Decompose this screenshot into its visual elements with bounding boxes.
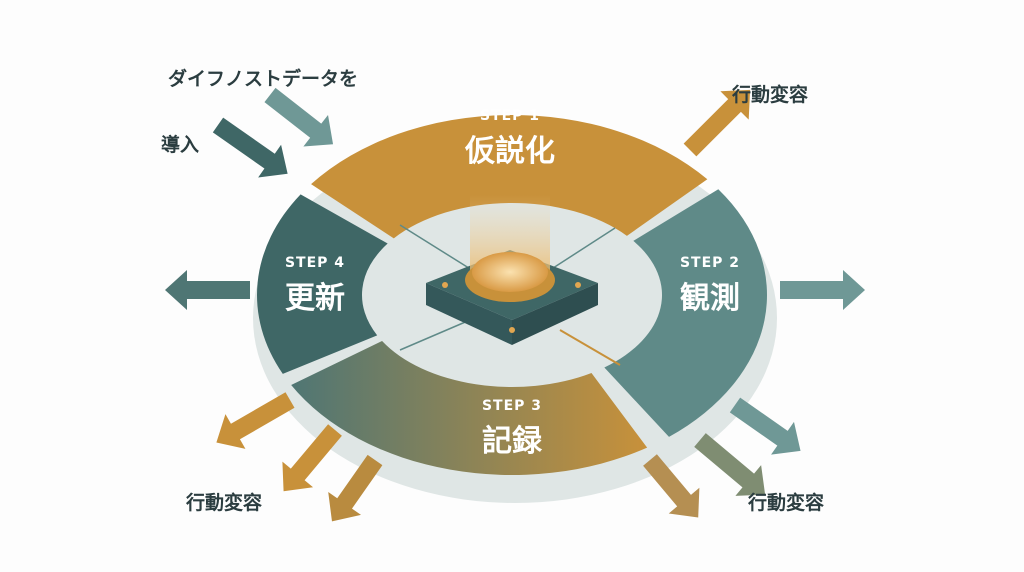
- connector-line: [559, 329, 621, 366]
- step-1-title: 仮説化: [465, 134, 555, 169]
- input-arrow-icon: [212, 117, 288, 178]
- step-3-title: 記録: [482, 424, 542, 459]
- input-arrow-icon: [264, 87, 334, 147]
- output-label-top-right: 行動変容: [732, 84, 809, 106]
- connector-line: [399, 224, 481, 276]
- input-label-line2: 導入: [161, 134, 200, 156]
- output-arrow-icon: [694, 433, 766, 496]
- step-1-segment: [311, 115, 708, 239]
- output-arrow-icon: [780, 270, 865, 310]
- step-1-number: STEP 1: [479, 108, 541, 124]
- step-4-title: 更新: [285, 281, 345, 316]
- output-arrow-icon: [683, 89, 751, 157]
- step-3-segment: [291, 341, 648, 475]
- output-label-bottom-right: 行動変容: [748, 492, 825, 514]
- step-1: STEP 1 仮説化: [450, 108, 570, 170]
- output-label-bottom-left: 行動変容: [186, 492, 263, 514]
- output-arrow-icon: [165, 270, 250, 310]
- output-arrow-icon: [282, 424, 342, 492]
- step-2-segment: [604, 189, 768, 437]
- step-3: STEP 3 記録: [452, 398, 572, 460]
- connector-line: [549, 227, 616, 271]
- step-4-segment: [257, 194, 388, 374]
- central-device: [426, 195, 598, 345]
- step-2-number: STEP 2: [679, 255, 741, 271]
- output-arrow-icon: [643, 454, 700, 518]
- step-4: STEP 4 更新: [255, 255, 375, 317]
- input-label-line1: ダイフノストデータを: [168, 68, 359, 90]
- output-arrow-icon: [216, 392, 295, 449]
- output-arrow-icon: [729, 397, 801, 455]
- step-3-number: STEP 3: [481, 398, 543, 414]
- output-arrow-icon: [328, 454, 383, 522]
- connector-line: [399, 319, 471, 351]
- step-2-title: 観測: [680, 281, 740, 316]
- step-2: STEP 2 観測: [650, 255, 770, 317]
- step-4-number: STEP 4: [284, 255, 346, 271]
